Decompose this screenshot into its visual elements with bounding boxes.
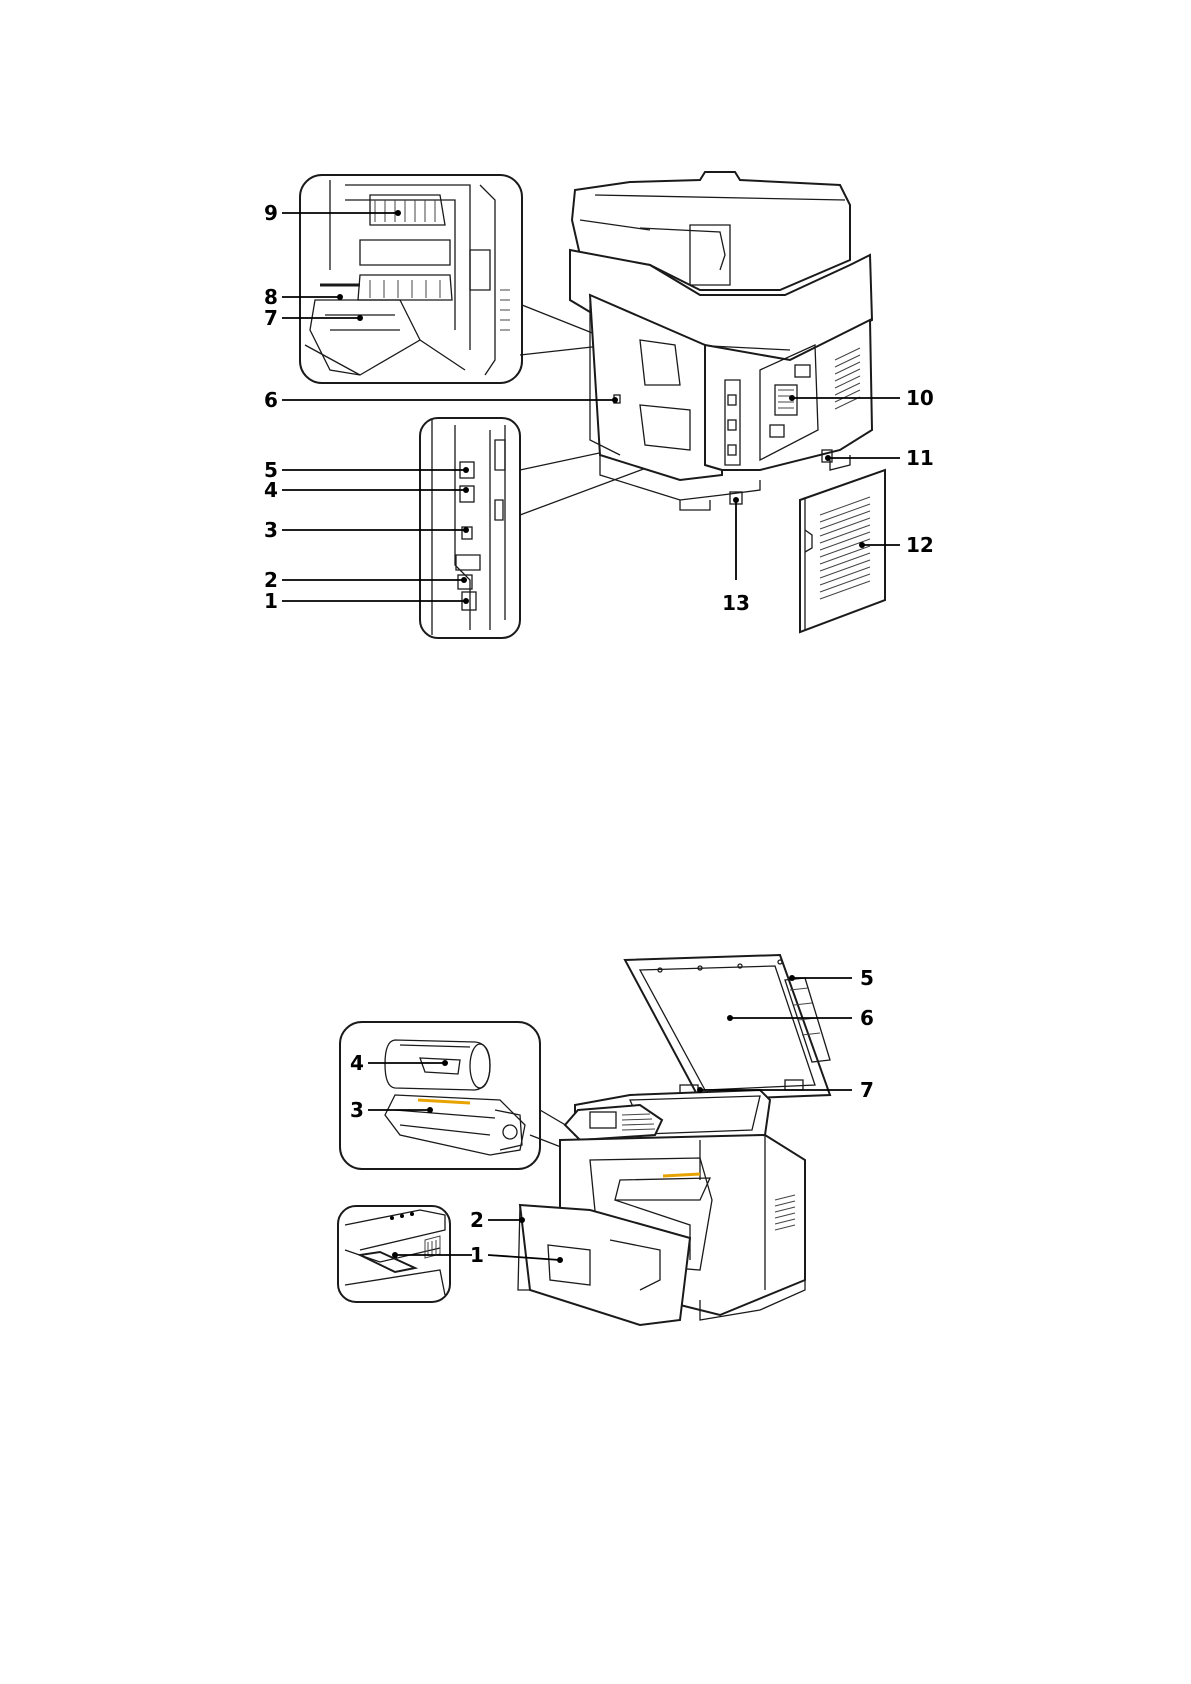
rear-callout-12: 12	[906, 533, 934, 557]
front-callout-6: 6	[860, 1006, 874, 1030]
front-callout-7: 7	[860, 1078, 874, 1102]
front-callout-2: 2	[470, 1208, 484, 1232]
rear-callout-7: 7	[264, 306, 278, 330]
rear-view-figure: 9 8 7 6 5 4 3 2 1 10 11 12 13	[264, 172, 934, 638]
rear-callout-11: 11	[906, 446, 934, 470]
rear-callout-1: 1	[264, 589, 278, 613]
front-view-figure: 5 6 7 4 3 2 1	[338, 955, 874, 1325]
front-callout-3: 3	[350, 1098, 364, 1122]
inset-cartridges	[340, 1022, 540, 1169]
front-callout-5: 5	[860, 966, 874, 990]
rear-callout-9: 9	[264, 201, 278, 225]
inset-connector-panel	[420, 418, 520, 638]
side-cover-panel	[800, 470, 885, 632]
rear-callout-3: 3	[264, 518, 278, 542]
rear-callout-13: 13	[722, 591, 750, 615]
rear-callout-6: 6	[264, 388, 278, 412]
printer-front-body	[518, 955, 830, 1325]
front-callout-1: 1	[470, 1243, 484, 1267]
rear-callout-4: 4	[264, 478, 278, 502]
inset-fuser-area	[300, 175, 522, 383]
rear-callout-10: 10	[906, 386, 934, 410]
interior-highlight	[663, 1174, 700, 1176]
front-callout-4: 4	[350, 1051, 364, 1075]
